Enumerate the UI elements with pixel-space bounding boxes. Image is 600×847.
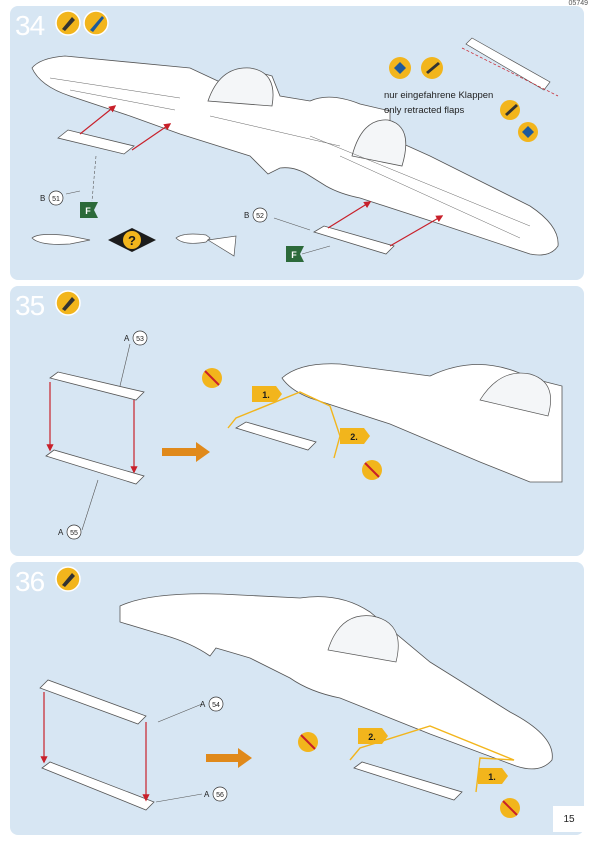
option-symbol: ? — [128, 233, 136, 248]
flap-detail — [461, 37, 559, 97]
flap-a56 — [41, 761, 155, 811]
assembled-flap — [235, 421, 317, 451]
part-b52-prefix: B — [244, 211, 249, 220]
proceed-arrow-icon — [162, 442, 210, 462]
step-35-panel: A 53 A 55 1. 2. 35 — [10, 286, 584, 556]
red-arrow — [131, 123, 172, 151]
part-b51-number: 51 — [52, 196, 60, 203]
note-english: only retracted flaps — [384, 105, 465, 116]
red-arrow — [389, 215, 444, 247]
part-b51-prefix: B — [40, 194, 45, 203]
step-number: 34 — [15, 10, 45, 41]
sequence-1: 1. — [488, 772, 496, 782]
panel-lines — [49, 77, 531, 239]
page-code: 05749 — [568, 0, 588, 7]
note-german: nur eingefahrene Klappen — [384, 90, 494, 101]
assembled-flap — [353, 761, 463, 801]
glue-icon — [55, 290, 81, 316]
no-glue-icon — [298, 732, 318, 752]
sequence-2: 2. — [368, 732, 376, 742]
assembly-path — [227, 391, 341, 459]
step-35-drawing: A 53 A 55 1. 2. — [45, 290, 563, 540]
aircraft-wing — [119, 593, 553, 770]
flap-extended-profile — [175, 233, 211, 244]
part-a54-number: 54 — [212, 702, 220, 709]
part-a56-prefix: A — [204, 790, 210, 799]
page-number: 15 — [553, 806, 585, 832]
step-36-drawing: A 54 A 56 2. 1. — [39, 566, 553, 818]
red-arrow — [79, 105, 117, 135]
part-a53-prefix: A — [124, 334, 130, 343]
flap-b52 — [313, 225, 395, 255]
step-number: 35 — [15, 290, 45, 321]
no-glue-icon — [500, 798, 520, 818]
red-arrow — [327, 201, 372, 229]
glue-icon — [55, 10, 81, 36]
sequence-1: 1. — [262, 390, 270, 400]
part-a55-number: 55 — [70, 530, 78, 537]
glue-icon — [55, 566, 81, 592]
assembly-path — [349, 725, 515, 793]
flap-b51 — [57, 129, 135, 155]
step-number: 36 — [15, 566, 45, 597]
decal-flag-icon — [80, 202, 98, 218]
flap-retracted-profile — [31, 234, 91, 245]
step-36-panel: A 54 A 56 2. 1. 36 — [10, 562, 584, 835]
paint-brush-icon — [83, 10, 109, 36]
part-a55-prefix: A — [58, 528, 64, 537]
flap-a55 — [45, 449, 145, 485]
step-34-panel: B 51 B 52 F F ? — [10, 6, 584, 280]
sequence-2: 2. — [350, 432, 358, 442]
part-a56-number: 56 — [216, 792, 224, 799]
decal-flag-label: F — [291, 250, 297, 260]
no-glue-icon — [202, 368, 222, 388]
part-a53-number: 53 — [136, 336, 144, 343]
part-a54-prefix: A — [200, 700, 206, 709]
flap-note: nur eingefahrene Klappen only retracted … — [384, 88, 493, 118]
no-glue-icon — [362, 460, 382, 480]
flap-a54 — [39, 679, 147, 725]
decal-flag-icon — [286, 246, 304, 262]
flap-a53 — [49, 371, 145, 401]
decal-flag-label: F — [85, 206, 91, 216]
proceed-arrow-icon — [206, 748, 252, 768]
aircraft-wing — [31, 55, 559, 256]
part-b52-number: 52 — [256, 213, 264, 220]
step-34-drawing: B 51 B 52 F F ? — [31, 10, 559, 262]
